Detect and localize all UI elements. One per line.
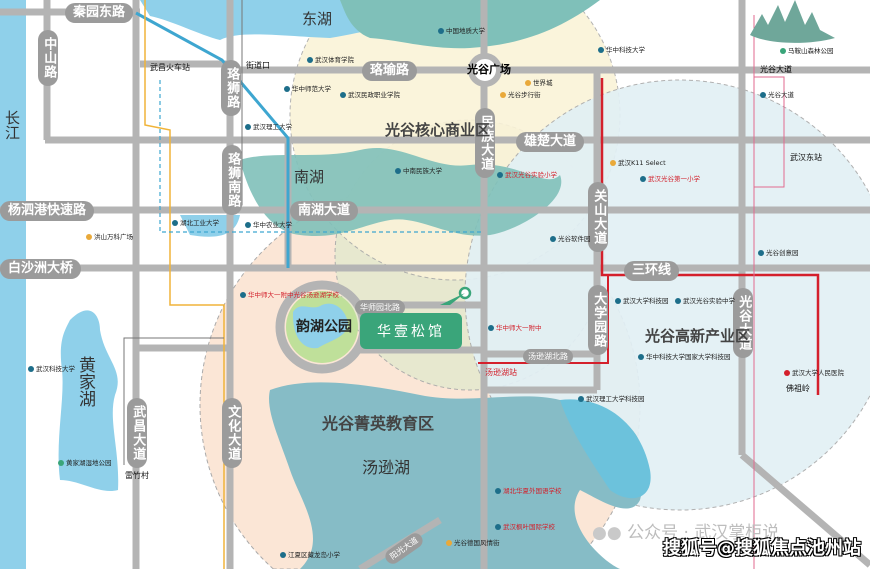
- poi: 武汉理工大学科技园: [578, 396, 645, 403]
- poi: 中国地质大学: [438, 28, 485, 35]
- station-fozuling: 佛祖岭: [786, 384, 810, 393]
- east-lake-teal: [340, 0, 600, 49]
- poi: 江夏区藏龙岛小学: [280, 552, 340, 559]
- project-name: 华壹松馆: [377, 324, 445, 340]
- poi: 武汉民政职业学院: [340, 92, 400, 99]
- poi: 世界城: [525, 80, 553, 87]
- station-tangxunhu: 汤逊湖站: [485, 368, 517, 377]
- road-label-wuchang: 武昌大道: [127, 398, 148, 468]
- poi: 光谷大道: [760, 92, 794, 99]
- water-label-south-lake: 南湖: [294, 168, 325, 186]
- poi: 华中农业大学: [245, 222, 292, 229]
- station-wuchang-railway: 武昌火车站: [150, 63, 190, 72]
- poi: 湖北工业大学: [172, 220, 219, 227]
- poi: 武汉光谷实验中学: [675, 298, 735, 305]
- mountain-logo: [750, 0, 835, 43]
- water-label-huangjia-lake: 黄家湖: [75, 356, 95, 407]
- poi: 武汉光谷第一小学: [640, 176, 700, 183]
- road-label-guanggu-avenue-north: 光谷大道: [760, 65, 792, 74]
- road-label-wenhua: 文化大道: [222, 398, 243, 468]
- park-label-yunhu: 韵湖公园: [296, 319, 352, 335]
- metro-line-yellow: [144, 0, 225, 569]
- metro-line-2: [135, 11, 290, 268]
- yangtze-river: [0, 0, 26, 569]
- road-label-tangxunhu-north: 汤逊湖北路: [523, 349, 573, 364]
- poi: 华中师范大学: [284, 86, 331, 93]
- poi: 马鞍山森林公园: [780, 48, 834, 55]
- project-marker[interactable]: 华壹松馆: [360, 313, 462, 349]
- metro-line-grey-south: [123, 337, 224, 465]
- poi: 华中科技大学: [598, 47, 645, 54]
- poi: 光谷软件园: [550, 236, 591, 243]
- poi: 武汉理工大学: [245, 124, 292, 131]
- yunhu-park-lake: [292, 303, 348, 349]
- watermark-wechat: ●● 公众号 · 武汉掌柜说: [592, 523, 780, 543]
- poi: 洪山万科广场: [86, 234, 133, 241]
- tangxun-lake-east: [560, 399, 651, 499]
- station-jiedaokou: 街道口: [246, 61, 270, 70]
- watermark-sohu: 搜狐号@搜狐焦点池州站: [663, 538, 861, 559]
- poi: 武汉光谷实验小学: [497, 172, 557, 179]
- poi: 武汉体育学院: [307, 57, 354, 64]
- road-label-qinyuan-east: 秦园东路: [65, 3, 134, 24]
- road-label-huashi-north: 华师园北路: [355, 300, 405, 315]
- wechat-icon: ●●: [592, 523, 622, 543]
- road-label-nanhu: 南湖大道: [290, 201, 359, 222]
- poi: 武汉大学人民医院: [784, 370, 844, 377]
- guanggu-square[interactable]: [468, 53, 502, 87]
- road-label-yangsigang: 杨泗港快速路: [0, 201, 95, 222]
- poi: 华中师大一附中光谷汤逊湖学校: [240, 292, 339, 299]
- huangjia-lake: [58, 310, 119, 492]
- station-wuhan-east: 武汉东站: [790, 153, 822, 162]
- station-leizhucun: 雷竹村: [125, 471, 149, 480]
- metro-line-pink-loop: [754, 76, 785, 188]
- poi: 中南民族大学: [395, 168, 442, 175]
- poi: 光谷创意园: [758, 250, 799, 257]
- poi: 光谷德国风情街: [446, 540, 500, 547]
- road-label-zhongshan: 中山路: [38, 30, 59, 86]
- poi: 湖北华夏外国语学校: [495, 488, 562, 495]
- poi: 武汉枫叶国际学校: [495, 524, 555, 531]
- poi: 武汉K11 Select: [610, 160, 666, 167]
- road-label-daxueyuan: 大学园路: [588, 285, 609, 355]
- south-lake-west: [180, 215, 240, 237]
- poi: 黄家湖湿地公园: [58, 460, 112, 467]
- road-label-luoshi: 珞狮路: [221, 60, 242, 116]
- zone-label-core: 光谷核心商业区: [385, 121, 491, 139]
- zone-label-industry: 光谷高新产业区: [645, 327, 751, 345]
- road-label-guanggu-avenue: 光谷大道: [733, 288, 754, 358]
- road-label-baishazhou: 白沙洲大桥: [0, 259, 82, 280]
- metro-line-red: [600, 78, 820, 395]
- zone-label-education: 光谷菁英教育区: [322, 414, 435, 433]
- water-label-yangtze: 长江: [3, 110, 21, 140]
- metro-line-blue-dashed: [159, 80, 484, 233]
- water-label-east-lake: 东湖: [302, 10, 333, 28]
- poi: 武汉大学科技园: [615, 298, 669, 305]
- poi: 武汉科技大学: [28, 366, 75, 373]
- road-label-guanshan: 关山大道: [588, 182, 609, 252]
- road-label-minzu: 民族大道: [475, 108, 496, 178]
- road-label-luoshi-south: 珞狮南路: [222, 145, 243, 215]
- road-label-guanggu-square: 光谷广场: [467, 63, 511, 76]
- road-label-third-ring: 三环线: [624, 261, 680, 282]
- water-label-tangxun-lake: 汤逊湖: [362, 458, 411, 477]
- poi: 华中科技大学国家大学科技园: [638, 354, 731, 361]
- poi: 华中师大一附中: [488, 325, 542, 332]
- project-pointer: [440, 293, 465, 305]
- road-label-xiongchu: 雄楚大道: [516, 132, 585, 153]
- poi: 光谷步行街: [500, 92, 541, 99]
- tangxun-lake: [269, 382, 645, 569]
- road-label-luoyu: 珞瑜路: [362, 61, 418, 82]
